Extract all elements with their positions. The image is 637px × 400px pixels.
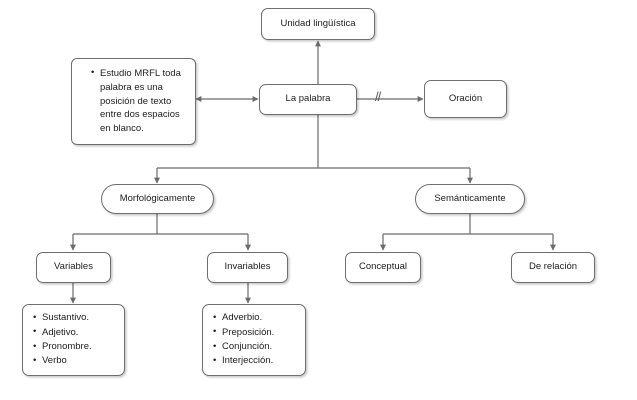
list-item: Adjetivo.	[33, 325, 124, 340]
node-semanticamente-label: Semánticamente	[434, 192, 506, 204]
node-la-palabra[interactable]: La palabra	[259, 84, 357, 115]
node-variables-label: Variables	[54, 261, 93, 273]
node-unidad-linguistica-label: Unidad lingüística	[280, 17, 356, 29]
node-oracion[interactable]: Oración	[424, 80, 507, 118]
node-conceptual-label: Conceptual	[358, 261, 408, 273]
node-la-palabra-label: La palabra	[285, 93, 331, 105]
list-item: Adverbio.	[213, 311, 305, 326]
edge-break-marker: //	[375, 89, 381, 104]
list-item: Conjunción.	[213, 339, 305, 354]
note-bullet-list: Estudio MRFL toda palabra es una posició…	[81, 66, 186, 136]
node-de-relacion[interactable]: De relación	[511, 252, 595, 283]
list-item: Sustantivo.	[33, 311, 124, 326]
node-invariables[interactable]: Invariables	[207, 252, 288, 283]
node-estudio-mrfl-note[interactable]: Estudio MRFL toda palabra es una posició…	[71, 58, 196, 145]
note-bullet-item: Estudio MRFL toda palabra es una posició…	[91, 66, 186, 136]
list-item: Pronombre.	[33, 339, 124, 354]
node-de-relacion-label: De relación	[528, 261, 578, 273]
list-item: Verbo	[33, 354, 124, 369]
node-morfologicamente[interactable]: Morfológicamente	[101, 184, 214, 214]
node-invariables-label: Invariables	[224, 261, 271, 273]
node-variables-list[interactable]: Sustantivo. Adjetivo. Pronombre. Verbo	[22, 304, 125, 376]
node-unidad-linguistica[interactable]: Unidad lingüística	[261, 8, 375, 40]
variables-bullet-list: Sustantivo. Adjetivo. Pronombre. Verbo	[23, 311, 124, 369]
note-body: Estudio MRFL toda palabra es una posició…	[72, 66, 195, 136]
list-item: Interjección.	[213, 354, 305, 369]
node-oracion-label: Oración	[448, 92, 483, 104]
invariables-bullet-list: Adverbio. Preposición. Conjunción. Inter…	[203, 311, 305, 369]
node-semanticamente[interactable]: Semánticamente	[415, 184, 525, 214]
node-conceptual[interactable]: Conceptual	[345, 252, 421, 283]
node-morfologicamente-label: Morfológicamente	[119, 192, 196, 204]
node-variables[interactable]: Variables	[36, 252, 111, 283]
list-item: Preposición.	[213, 325, 305, 340]
node-invariables-list[interactable]: Adverbio. Preposición. Conjunción. Inter…	[202, 304, 306, 376]
